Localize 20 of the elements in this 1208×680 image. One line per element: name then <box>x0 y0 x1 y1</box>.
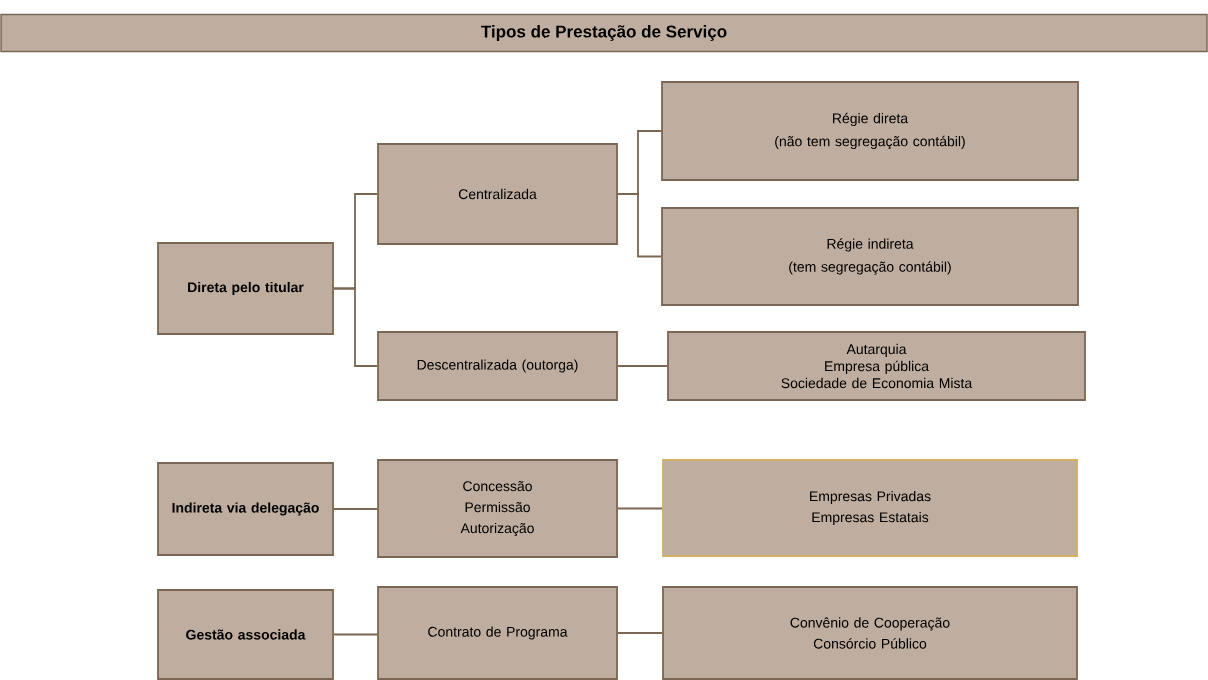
process-box: Régie indireta (tem segregação contábil) <box>661 207 1079 306</box>
process-box: Contrato de Programa <box>377 586 618 680</box>
connector-line <box>617 193 662 258</box>
process-box: Gestão associada <box>157 589 334 680</box>
connector-line <box>333 287 378 367</box>
connector-line <box>617 365 668 367</box>
process-box: Indireta via delegação <box>157 462 334 556</box>
process-box: Descentralizada (outorga) <box>377 331 618 401</box>
process-box: Concessão Permissão Autorização <box>377 459 618 558</box>
title-bar: Tipos de Prestação de Serviço <box>0 13 1208 53</box>
process-box: Autarquia Empresa pública Sociedade de Economia Mista <box>667 331 1086 401</box>
connector-line <box>333 633 378 636</box>
connector-line <box>333 508 378 510</box>
connector-line <box>617 632 663 634</box>
process-box: Direta pelo titular <box>157 242 334 335</box>
process-box: Convênio de Cooperação Consórcio Público <box>662 586 1078 680</box>
process-box: Centralizada <box>377 143 618 245</box>
process-box: Empresas Privadas Empresas Estatais <box>662 459 1078 557</box>
process-box: Régie direta (não tem segregação contábil) <box>661 81 1079 181</box>
connector-line <box>617 507 663 510</box>
